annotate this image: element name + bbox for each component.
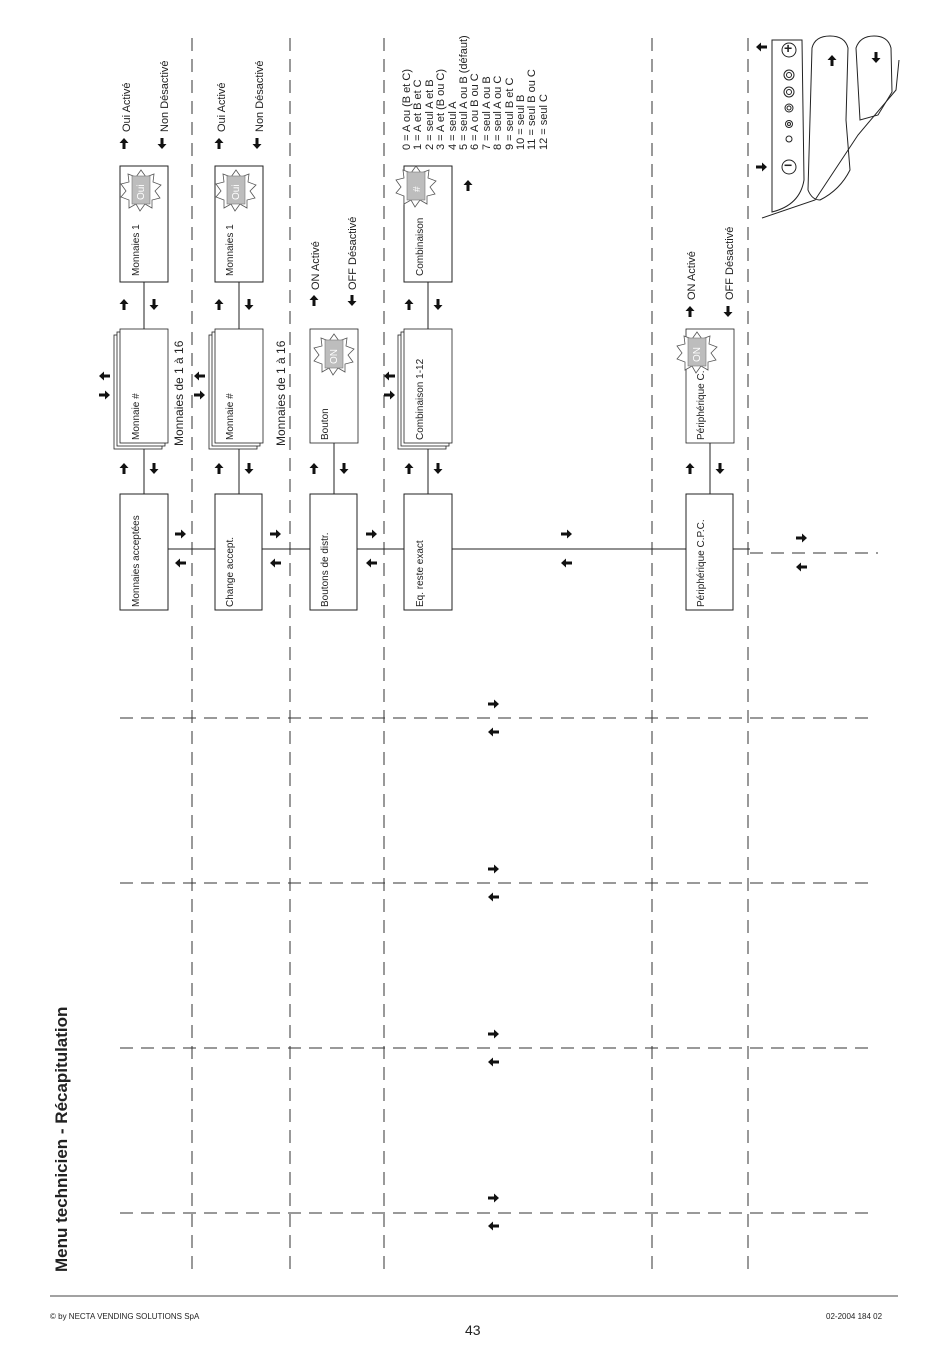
plus-glyph[interactable]: + (784, 40, 793, 56)
option-on-1: ON Activé (310, 241, 322, 290)
option-off-1: OFF Désactivé (347, 216, 359, 290)
plus-button-icon (781, 42, 797, 58)
minus-glyph[interactable]: − (784, 157, 793, 173)
note-monnaies-range-1: Monnaies de 1 à 16 (172, 340, 186, 446)
label-monnaies-acceptees: Monnaies acceptées (131, 515, 142, 607)
badge-text-on-2: ON (692, 347, 703, 362)
box-boutons-distr (309, 493, 358, 611)
label-bouton: Bouton (320, 408, 331, 440)
badge-text-oui-1: Oui (136, 184, 147, 200)
box-combinaison-1-12 (403, 328, 453, 444)
nav-arrows (99, 42, 807, 1231)
label-peripherique-cpc: Périphérique C.P.C. (696, 519, 707, 607)
column-separators (191, 38, 749, 1273)
note-monnaies-range-2: Monnaies de 1 à 16 (274, 340, 288, 446)
combination-item: 8 = seul A ou C (492, 75, 505, 150)
label-monnaie-2: Monnaie # (225, 393, 236, 440)
box-monnaie-2 (214, 328, 264, 444)
page-number: 43 (465, 1322, 481, 1338)
box-eq-reste-exact (403, 493, 453, 611)
badge-text-hash: # (412, 186, 423, 192)
label-change-accept: Change accept. (225, 536, 236, 607)
label-boutons-distr: Boutons de distr. (320, 532, 331, 608)
row-separators (120, 552, 878, 1214)
box-monnaies-acceptees (119, 493, 169, 611)
option-oui-2: Oui Activé (216, 82, 228, 132)
minus-button-icon (781, 159, 797, 175)
option-non-2: Non Désactivé (254, 60, 266, 132)
label-monnaie-1: Monnaie # (131, 393, 142, 440)
label-monnaies1-a: Monnaies 1 (131, 224, 142, 276)
label-eq-reste-exact: Eq. reste exact (415, 540, 426, 607)
page-title: Menu technicien - Récapitulation (52, 1006, 71, 1272)
option-off-2: OFF Désactivé (724, 226, 736, 300)
box-monnaie-1 (119, 328, 169, 444)
box-peripherique-cpc (685, 493, 734, 611)
connectors (143, 282, 750, 550)
label-peripherique-c: Périphérique C. (696, 370, 707, 440)
badge-text-oui-2: Oui (231, 184, 242, 200)
label-monnaies1-b: Monnaies 1 (225, 224, 236, 276)
box-change-accept (214, 493, 263, 611)
keypad-illustration (761, 35, 900, 219)
label-combinaison-1-12: Combinaison 1-12 (415, 358, 426, 440)
option-non-1: Non Désactivé (159, 60, 171, 132)
option-on-2: ON Activé (686, 251, 698, 300)
badge-text-on-1: ON (329, 349, 340, 364)
combination-item: 3 = A et (B ou C) (435, 68, 448, 150)
option-oui-1: Oui Activé (121, 82, 133, 132)
footer-copyright: © by NECTA VENDING SOLUTIONS SpA (50, 1312, 200, 1321)
footer-doc-code: 02-2004 184 02 (826, 1312, 883, 1321)
combination-item: 12 = seul C (537, 94, 550, 150)
label-combinaison: Combinaison (415, 217, 426, 276)
